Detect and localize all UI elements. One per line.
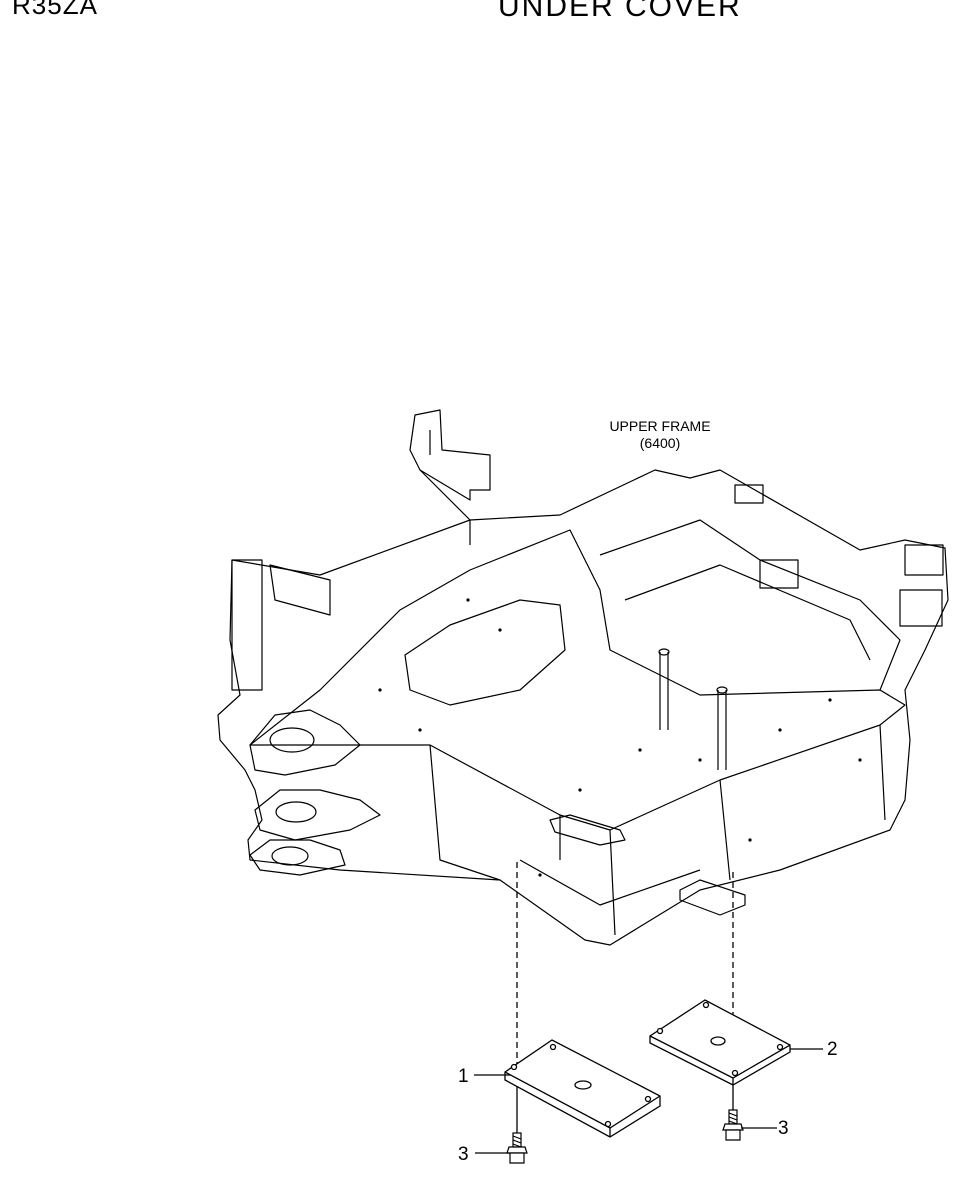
callout-3-left: 3	[458, 1144, 469, 1165]
boom-foot-upper	[249, 709, 361, 776]
page-title: UNDER COVER	[498, 0, 742, 23]
tower-bracket-lines	[419, 430, 471, 545]
underside-inner	[519, 815, 701, 906]
alignment-lines	[516, 862, 734, 1074]
deck-bolt-holes	[378, 598, 862, 877]
boom-pin-hole-upper	[269, 727, 315, 753]
bolt-right	[722, 1109, 744, 1141]
upper-frame-drawing	[217, 409, 949, 946]
cover-plate-2	[649, 999, 791, 1086]
tower-bracket	[409, 409, 491, 501]
left-side-bracket	[231, 559, 263, 691]
mount-block-3	[904, 544, 944, 576]
mount-block-1	[759, 559, 799, 589]
upper-frame-label: UPPER FRAME (6400)	[560, 418, 760, 452]
upper-frame-label-name: UPPER FRAME	[609, 418, 711, 434]
frame-underside	[429, 724, 886, 936]
model-code: R35ZA	[12, 0, 98, 20]
mount-block-4	[734, 484, 764, 504]
underside-tab-left	[549, 814, 626, 846]
post-cap-2	[716, 686, 728, 694]
frame-outline	[217, 469, 949, 946]
mount-block-2	[899, 589, 943, 627]
rear-rail	[599, 519, 901, 691]
leader-lines	[474, 1048, 823, 1154]
callout-1: 1	[458, 1066, 469, 1087]
boom-pin-hole-lower	[271, 846, 309, 866]
callout-3-right: 3	[778, 1118, 789, 1139]
front-deck-plate	[249, 529, 906, 831]
bolt-left	[506, 1132, 528, 1164]
left-rail-handle	[269, 564, 331, 616]
deck-cutout	[404, 599, 566, 706]
underside-tab-right	[679, 879, 746, 916]
callout-2: 2	[827, 1039, 838, 1060]
rear-rail-inner	[624, 564, 871, 661]
cover-plate-1	[504, 1039, 661, 1138]
post-cap-1	[658, 648, 670, 656]
upper-frame-label-code: (6400)	[639, 435, 681, 451]
boom-pin-hole-middle	[275, 801, 317, 823]
boom-foot-middle	[254, 789, 381, 841]
boom-foot-lower	[249, 839, 346, 876]
